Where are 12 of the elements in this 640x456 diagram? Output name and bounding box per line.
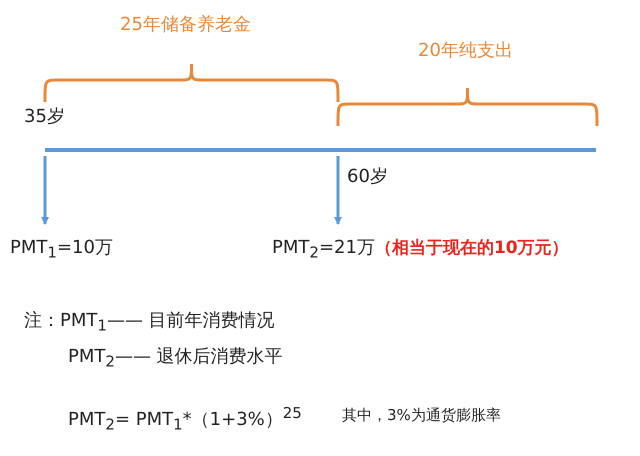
bracket-label: 20年纯支出: [418, 40, 513, 62]
amount-text: PMT$_{2}$=21万（相当于现在的10万元）: [272, 236, 569, 265]
arrow: [41, 156, 49, 225]
arrow: [334, 156, 342, 225]
bracket-label: 25年储备养老金: [120, 14, 251, 36]
amount-text: PMT$_{1}$=10万: [10, 236, 113, 265]
note-text: PMT$_{2}$—— 退休后消费水平: [68, 346, 283, 373]
age-label: 35岁: [24, 106, 65, 128]
note-text: 注：PMT$_{1}$—— 目前年消费情况: [24, 310, 275, 337]
note-text: 其中，3%为通货膨胀率: [342, 405, 501, 426]
formula-text: PMT$_{2}$= PMT$_{1}$*（1+3%）$^{25}$: [68, 403, 302, 436]
age-label: 60岁: [347, 166, 388, 188]
